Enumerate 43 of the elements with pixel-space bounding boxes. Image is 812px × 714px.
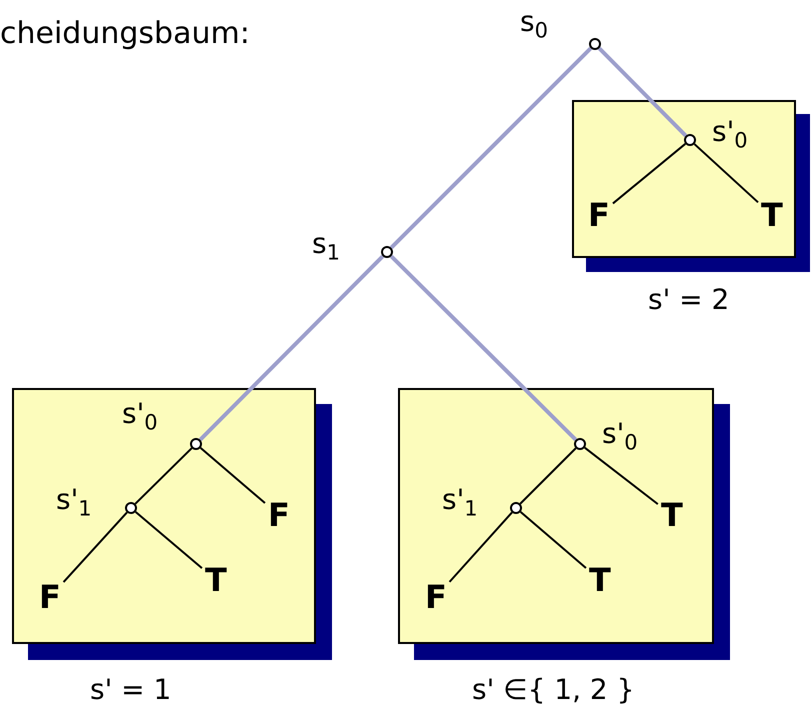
branch-line: [134, 448, 192, 504]
panel-box: [398, 388, 714, 644]
state-label: s$_{1}$: [312, 230, 340, 264]
panel-box: [12, 388, 316, 644]
state-label: s'$_{1}$: [56, 486, 92, 520]
tree-node-circle: [574, 438, 586, 450]
state-label: s'$_{1}$: [442, 486, 478, 520]
tree-node-circle: [510, 502, 522, 514]
result-caption: s' ∈{ 1, 2 }: [472, 676, 634, 704]
tree-node-circle: [125, 502, 137, 514]
branch-line: [134, 511, 203, 569]
state-label: s'$_{0}$: [712, 118, 748, 152]
leaf-value: T: [205, 564, 227, 596]
tree-branch: [198, 254, 384, 442]
result-caption: s' = 1: [90, 676, 172, 704]
branch-line: [612, 143, 686, 204]
tree-branch: [390, 254, 578, 442]
branch-line: [520, 448, 576, 504]
tree-branch: [390, 46, 592, 250]
leaf-value: T: [589, 564, 611, 596]
branch-line: [448, 512, 513, 583]
heading-text: cheidungsbaum:: [0, 16, 250, 51]
branch-line: [694, 143, 759, 204]
branch-line: [584, 446, 658, 505]
leaf-value: F: [268, 499, 290, 531]
panel-box: [572, 100, 796, 258]
leaf-value: T: [661, 499, 683, 531]
state-label: s$_{0}$: [520, 8, 548, 42]
branch-line: [200, 447, 266, 504]
tree-node-circle: [589, 38, 601, 50]
branch-line: [62, 512, 128, 583]
leaf-value: T: [761, 199, 783, 231]
leaf-value: F: [588, 199, 610, 231]
branch-line: [520, 511, 587, 569]
tree-node-circle: [381, 246, 393, 258]
tree-node-circle: [190, 438, 202, 450]
state-label: s'$_{0}$: [602, 420, 638, 454]
tree-node-circle: [684, 134, 696, 146]
result-caption: s' = 2: [648, 286, 730, 314]
leaf-value: F: [425, 581, 447, 613]
tree-branch: [598, 46, 688, 138]
leaf-value: F: [39, 581, 61, 613]
state-label: s'$_{0}$: [122, 400, 158, 434]
